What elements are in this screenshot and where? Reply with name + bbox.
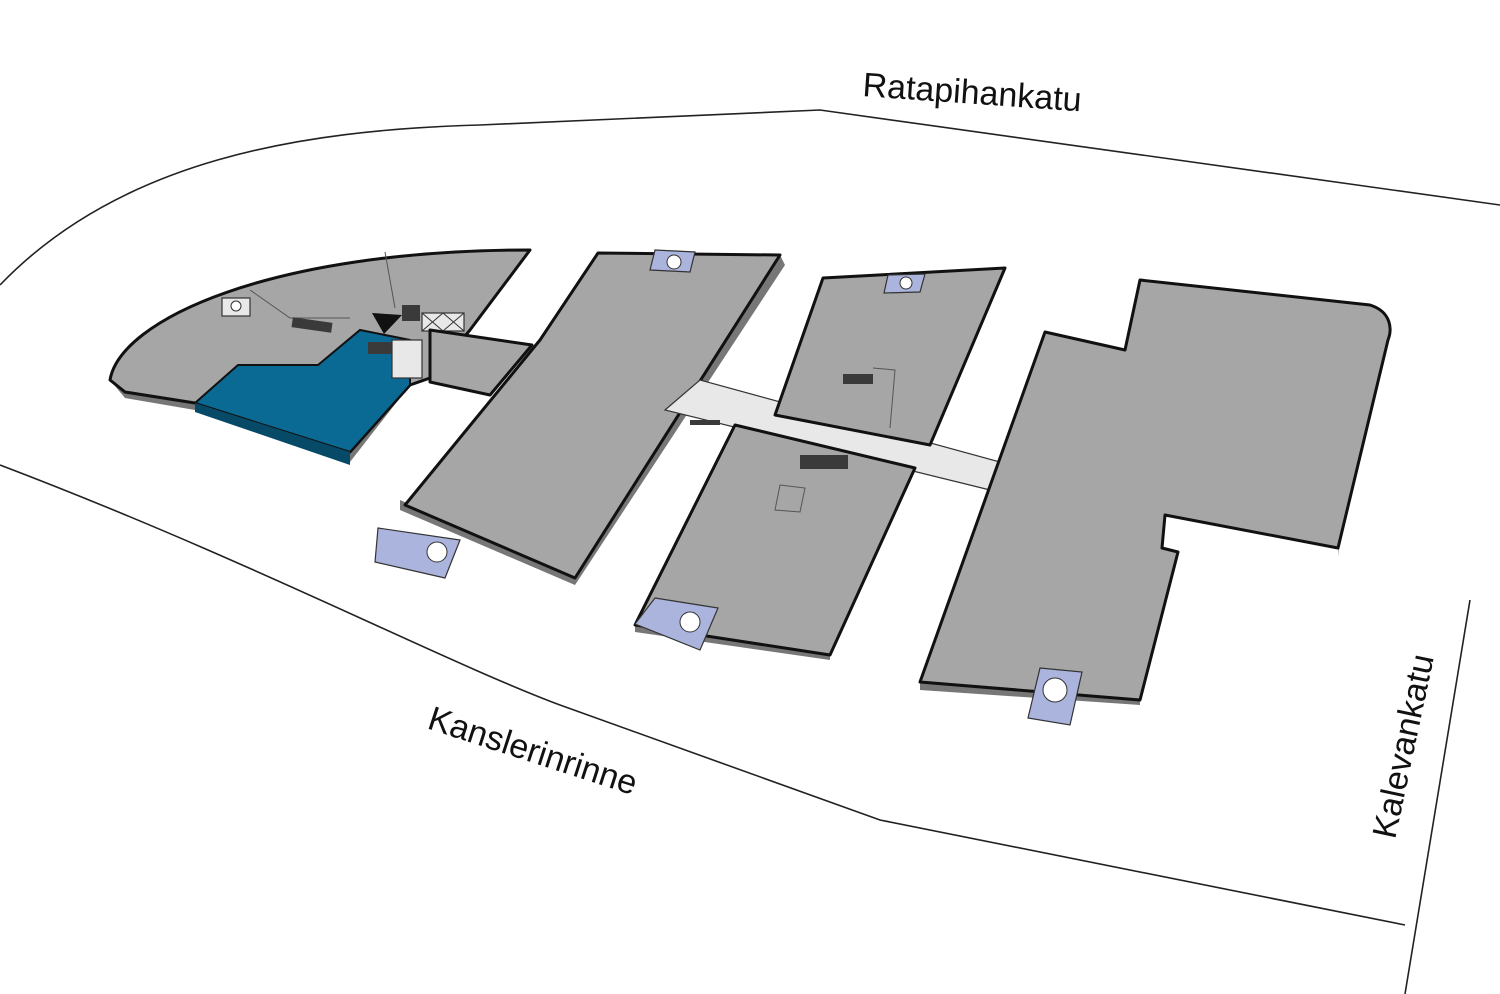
wing-3[interactable] bbox=[773, 266, 1007, 447]
wing-3-floor-north[interactable] bbox=[773, 266, 1007, 447]
street-label-kalevankatu: Kalevankatu bbox=[1366, 651, 1442, 842]
elevator-block bbox=[421, 312, 465, 332]
stairwell-icon bbox=[634, 597, 719, 651]
road-kalevankatu bbox=[1404, 599, 1471, 994]
wing-3-south[interactable] bbox=[633, 423, 917, 660]
wing-2-floor[interactable] bbox=[403, 251, 782, 580]
wing-east-floor[interactable] bbox=[918, 278, 1392, 702]
stairwell-icon bbox=[374, 527, 461, 579]
site-boundary bbox=[0, 109, 1500, 994]
wing-east[interactable] bbox=[918, 278, 1392, 726]
you-are-here-marker-icon bbox=[372, 313, 402, 334]
wing-2[interactable] bbox=[374, 249, 785, 585]
road-kanslerinrinne-curve bbox=[0, 464, 1406, 926]
stairwell-icon bbox=[883, 273, 926, 294]
wing-3-floor-south[interactable] bbox=[633, 423, 917, 657]
highlighted-area[interactable] bbox=[193, 328, 411, 454]
stairwell-icon bbox=[1027, 667, 1083, 726]
road-ratapihankatu-curve bbox=[0, 109, 1500, 286]
street-label-kanslerinrinne: Kanslerinrinne bbox=[424, 699, 642, 802]
connector-west bbox=[428, 328, 534, 397]
stairwell-icon bbox=[649, 249, 696, 273]
street-label-ratapihankatu: Ratapihankatu bbox=[861, 66, 1082, 119]
fixture-block bbox=[291, 317, 333, 333]
